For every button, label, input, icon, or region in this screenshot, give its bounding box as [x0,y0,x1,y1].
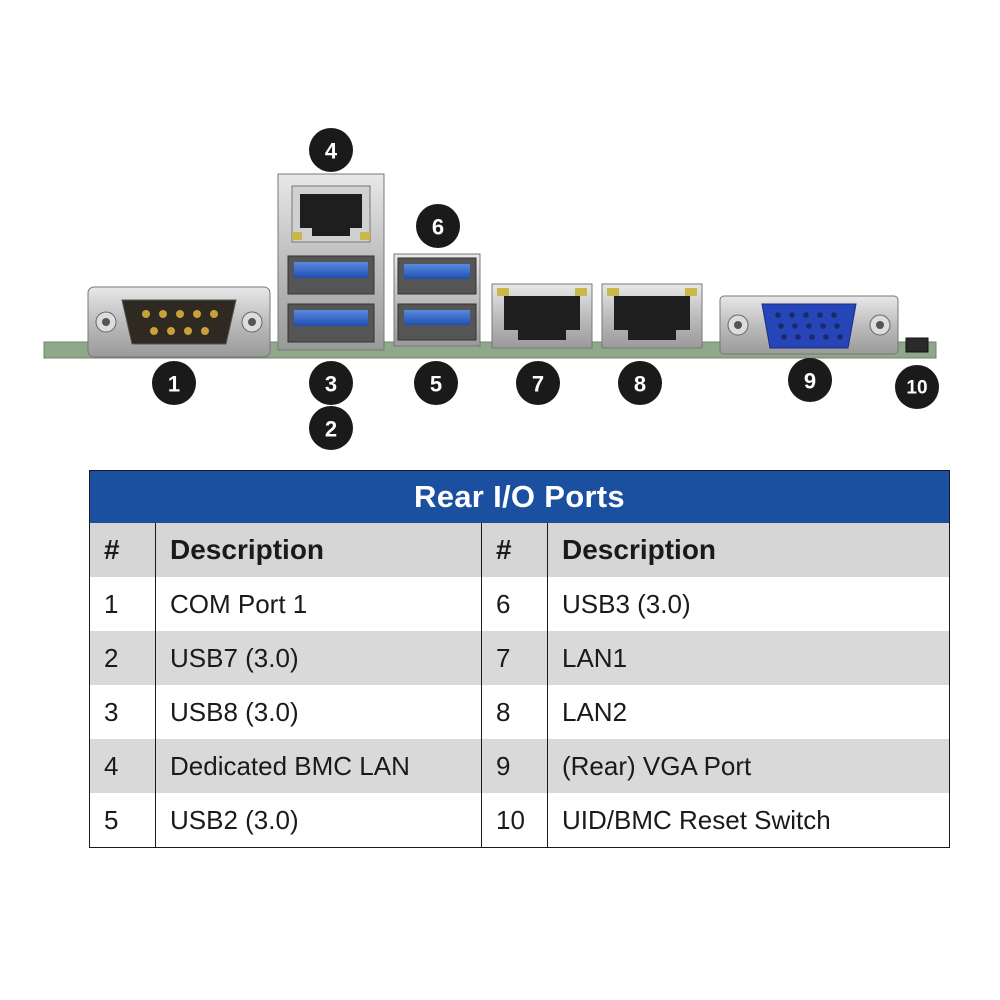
svg-text:7: 7 [532,372,544,397]
svg-text:3: 3 [325,372,337,397]
svg-text:5: 5 [430,372,442,397]
table-row: 3 USB8 (3.0) 8 LAN2 [89,685,950,739]
row-num-left: 3 [89,685,156,739]
row-desc-left: USB2 (3.0) [155,793,482,848]
usb3-port-icon [397,303,477,341]
vga-port-icon [719,295,899,355]
svg-text:1: 1 [168,372,180,397]
svg-text:2: 2 [325,417,337,442]
table-row: 5 USB2 (3.0) 10 UID/BMC Reset Switch [89,793,950,848]
svg-text:8: 8 [634,372,646,397]
svg-text:6: 6 [432,215,444,240]
callout-7: 7 [516,361,560,405]
table-header-row: # Description # Description [89,523,950,577]
row-num-right: 7 [481,631,548,685]
table-row: 1 COM Port 1 6 USB3 (3.0) [89,577,950,631]
header-desc-right: Description [547,523,950,577]
header-num-right: # [481,523,548,577]
row-num-right: 8 [481,685,548,739]
rj45-port-icon [491,283,593,349]
svg-text:9: 9 [804,369,816,394]
callout-1: 1 [152,361,196,405]
usb3-port-icon [287,303,375,343]
table-title-row: Rear I/O Ports [89,470,950,523]
rj45-port-icon [601,283,703,349]
row-num-right: 10 [481,793,548,848]
row-num-right: 6 [481,577,548,631]
row-desc-left: COM Port 1 [155,577,482,631]
row-desc-left: USB8 (3.0) [155,685,482,739]
rj45-port-icon [291,185,371,243]
row-desc-left: USB7 (3.0) [155,631,482,685]
row-num-right: 9 [481,739,548,793]
callout-6: 6 [416,204,460,248]
row-desc-right: LAN1 [547,631,950,685]
header-desc-left: Description [155,523,482,577]
row-num-left: 2 [89,631,156,685]
row-desc-right: USB3 (3.0) [562,588,691,619]
row-num-left: 1 [89,577,156,631]
svg-text:4: 4 [325,139,338,164]
callout-8: 8 [618,361,662,405]
callout-2: 2 [309,406,353,450]
row-desc-right: (Rear) VGA Port [547,739,950,793]
callout-10: 10 [895,365,939,409]
row-desc-left: Dedicated BMC LAN [155,739,482,793]
row-desc-right: UID/BMC Reset Switch [562,804,831,835]
usb3-port-icon [287,255,375,295]
callout-3: 3 [309,361,353,405]
table-row: 2 USB7 (3.0) 7 LAN1 [89,631,950,685]
uid-switch-icon [905,337,929,353]
usb3-port-icon [397,257,477,295]
serial-port-icon [87,286,271,358]
row-num-left: 4 [89,739,156,793]
rear-io-diagram: 1 2 3 4 5 6 7 8 9 10 [43,128,939,450]
svg-text:10: 10 [906,378,927,399]
callout-5: 5 [414,361,458,405]
table-title: Rear I/O Ports [89,470,950,523]
callout-4: 4 [309,128,353,172]
callout-9: 9 [788,358,832,402]
rear-io-ports-table: Rear I/O Ports # Description # Descripti… [89,470,950,848]
bmc-lan-usb-stack [277,173,385,351]
row-desc-right: LAN2 [562,696,628,727]
row-num-left: 5 [89,793,156,848]
table-row: 4 Dedicated BMC LAN 9 (Rear) VGA Port [89,739,950,793]
header-num-left: # [89,523,156,577]
usb-stack [393,253,481,347]
